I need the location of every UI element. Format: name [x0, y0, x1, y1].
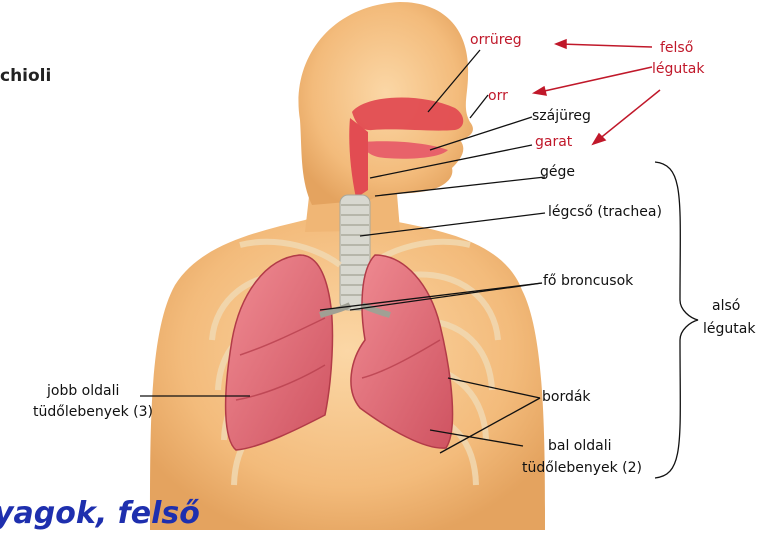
label-fo-broncusok: fő broncusok: [543, 273, 633, 289]
label-jobb-tudolebenyek: tüdőlebenyek (3): [33, 404, 153, 420]
label-legcso: légcső (trachea): [548, 204, 662, 220]
label-felso: felső: [660, 40, 693, 56]
bottom-heading-fragment: yagok, felső: [0, 496, 200, 531]
label-also: alsó: [712, 298, 740, 314]
label-gege: gége: [540, 164, 575, 180]
label-bal-tudolebenyek: tüdőlebenyek (2): [522, 460, 642, 476]
label-legutak-upper: légutak: [652, 61, 704, 77]
edge-text-fragment: chioli: [0, 66, 51, 86]
upper-airway-arrows: [534, 40, 660, 144]
label-orr: orr: [488, 88, 508, 104]
label-bal-oldali: bal oldali: [548, 438, 612, 454]
label-legutak-lower: légutak: [703, 321, 755, 337]
label-szajureg: szájüreg: [532, 108, 591, 124]
label-bordak: bordák: [542, 389, 591, 405]
label-garat: garat: [535, 134, 572, 150]
label-orrureg: orrüreg: [470, 32, 522, 48]
label-jobb-oldali: jobb oldali: [47, 383, 119, 399]
